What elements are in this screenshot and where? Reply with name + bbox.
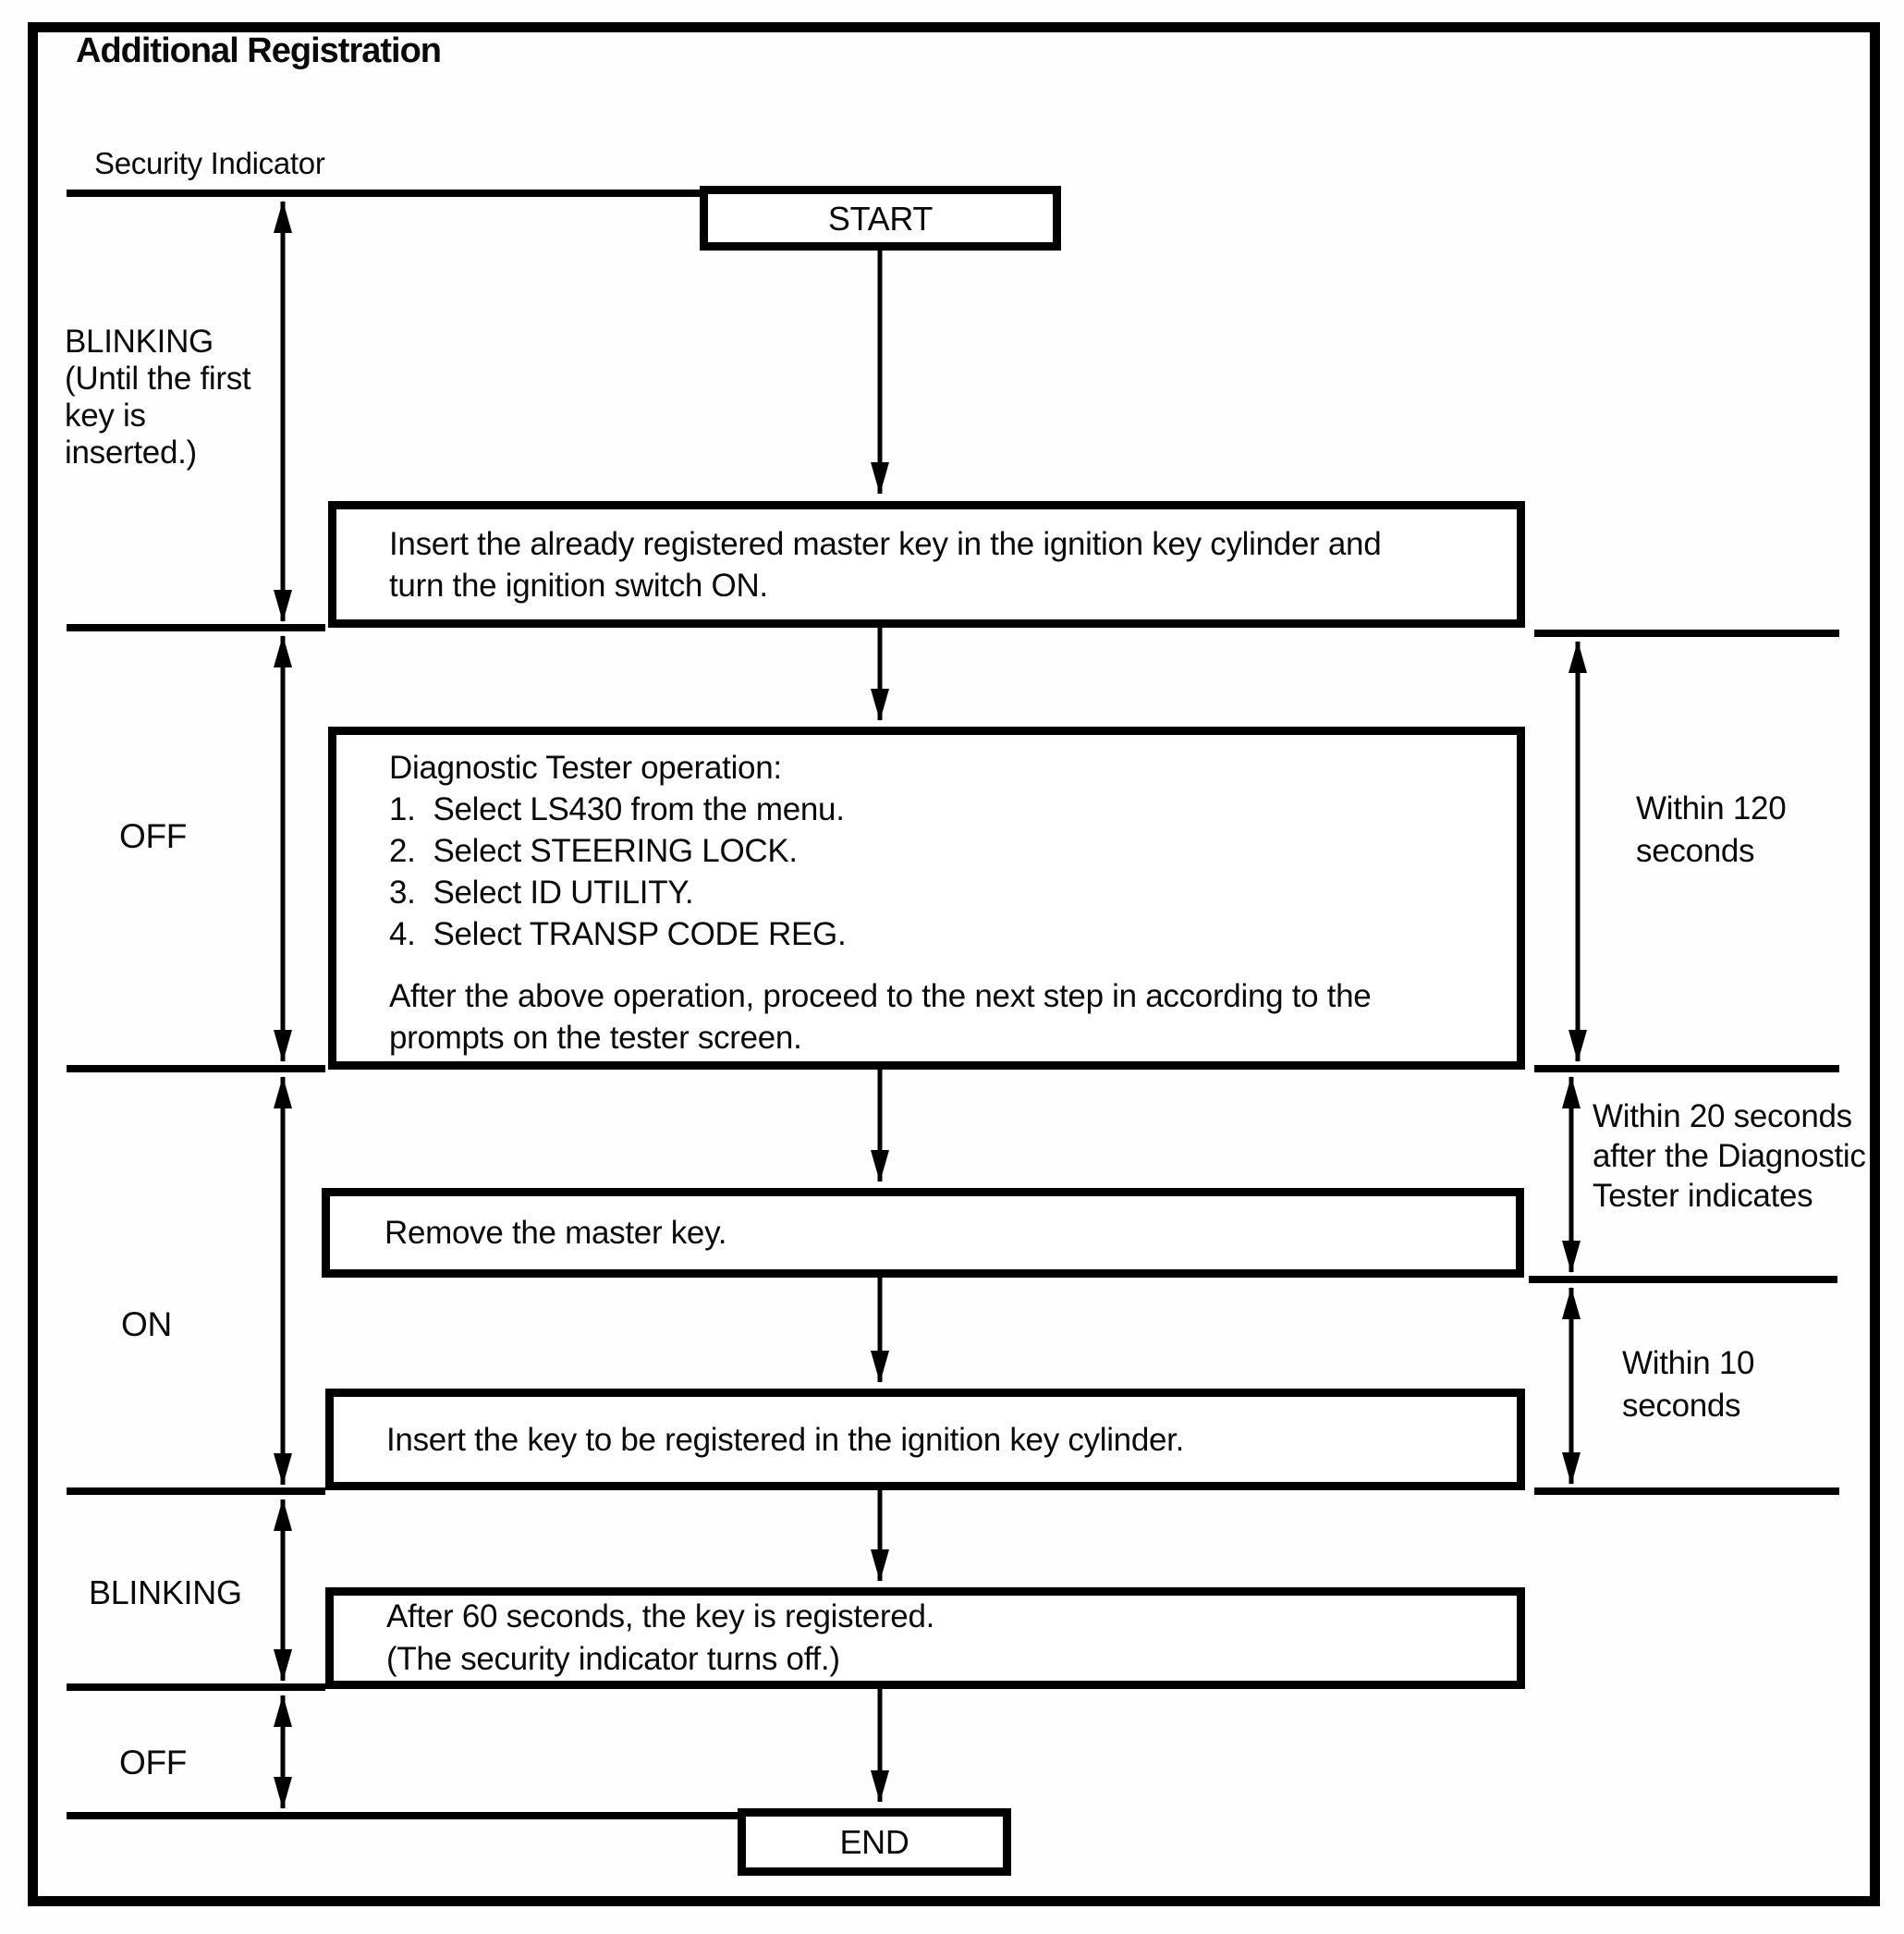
tester-heading: Diagnostic Tester operation: xyxy=(389,750,782,786)
tester-item: 2. Select STEERING LOCK. xyxy=(389,833,798,869)
tester-item: 4. Select TRANSP CODE REG. xyxy=(389,916,847,952)
state-timeline-lines xyxy=(67,190,738,1819)
tester-footer-line: prompts on the tester screen. xyxy=(389,1020,802,1056)
step-remove-master-key: Remove the master key. xyxy=(322,1188,1524,1278)
state-label-off-bottom: OFF xyxy=(119,1744,188,1781)
start-node: START xyxy=(700,186,1061,251)
step-text-line: Insert the key to be registered in the i… xyxy=(386,1421,1185,1458)
tester-item: 1. Select LS430 from the menu. xyxy=(389,791,845,827)
end-node-label: END xyxy=(839,1823,909,1861)
state-label-off-mid: OFF xyxy=(119,817,188,855)
state-label-blinking-top: BLINKING (Until the first key is inserte… xyxy=(65,324,260,471)
page-title: Additional Registration xyxy=(76,31,442,70)
step-text-line: After 60 seconds, the key is registered. xyxy=(386,1598,935,1634)
step-text-line: Remove the master key. xyxy=(384,1215,727,1251)
step-diagnostic-tester: Diagnostic Tester operation: 1. Select L… xyxy=(328,727,1525,1070)
step-insert-key-to-register: Insert the key to be registered in the i… xyxy=(325,1389,1525,1490)
start-node-label: START xyxy=(827,199,934,238)
tester-item: 3. Select ID UTILITY. xyxy=(389,875,694,911)
diagram-border xyxy=(28,22,1880,1906)
step-text-line: (The security indicator turns off.) xyxy=(386,1641,840,1677)
step-text-line: turn the ignition switch ON. xyxy=(389,567,768,604)
tester-footer-line: After the above operation, proceed to th… xyxy=(389,978,1372,1014)
timing-within-120-seconds: Within 120 seconds xyxy=(1636,790,1795,869)
state-label-blinking-bottom: BLINKING xyxy=(89,1573,242,1611)
timing-within-20-seconds: Within 20 seconds after the Diagnostic T… xyxy=(1593,1098,1874,1214)
timing-within-10-seconds: Within 10 seconds xyxy=(1622,1345,1764,1424)
security-indicator-label: Security Indicator xyxy=(94,146,325,180)
step-key-registered: After 60 seconds, the key is registered.… xyxy=(325,1587,1525,1689)
state-label-on: ON xyxy=(121,1305,172,1343)
timing-range-arrows xyxy=(1562,641,1587,1485)
step-text-line: Insert the already registered master key… xyxy=(389,525,1382,562)
step-insert-master-key: Insert the already registered master key… xyxy=(328,501,1525,628)
end-node: END xyxy=(738,1808,1011,1876)
timing-bracket-lines xyxy=(1529,630,1839,1495)
